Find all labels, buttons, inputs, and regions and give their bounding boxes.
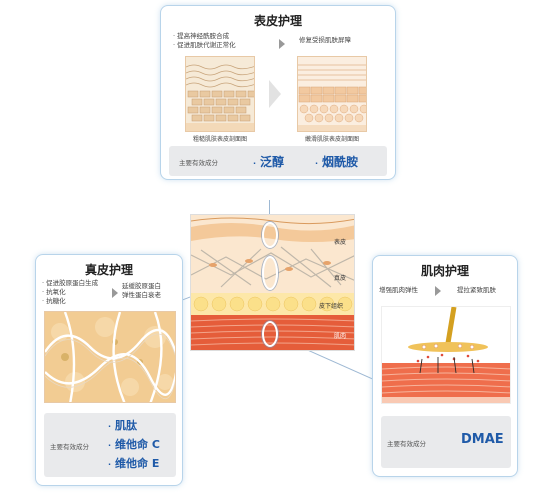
ingredient-label: 主要有效成分 <box>179 159 218 167</box>
epidermis-care-title: 表皮护理 <box>253 14 302 28</box>
ingredient-niacinamide: ·烟酰胺 <box>315 153 358 170</box>
ingredient-dmae: DMAE <box>461 432 504 447</box>
epidermis-benefit: 提高神经酰胺合成 <box>173 32 236 41</box>
ingredient-panthenol: ·泛醇 <box>253 153 284 170</box>
transition-arrow-icon <box>269 80 281 108</box>
epidermis-care-panel: 表皮护理 提高神经酰胺合成 促进肌肤代谢正常化 修复受损肌肤屏障 <box>160 5 396 180</box>
dermis-result-line: 延缓胶原蛋白 <box>122 282 161 290</box>
arrow-icon <box>279 39 285 49</box>
dermis-benefits: 促进胶原蛋白生成 抗氧化 抗糖化 <box>42 279 98 306</box>
ingredient-carnosine: ·肌肽 <box>108 417 137 433</box>
dermis-highlight-ring <box>262 256 278 290</box>
ingredient-text: 肌肽 <box>115 419 138 432</box>
smooth-skin-caption: 嫩滑肌肤表皮剖面图 <box>304 136 359 143</box>
rough-skin-caption: 粗糙肌肤表皮剖面图 <box>192 136 247 143</box>
muscle-ingredient-box: 主要有效成分 DMAE <box>381 416 511 468</box>
dermis-benefit: 抗氧化 <box>42 288 98 297</box>
layer-label-muscle: 肌肉 <box>334 333 347 340</box>
epidermis-benefit: 促进肌肤代谢正常化 <box>173 41 236 50</box>
rough-skin-cross-section-image <box>185 56 255 132</box>
epidermis-highlight-ring <box>262 222 278 248</box>
ingredient-text: 维他命 E <box>115 457 160 470</box>
ingredient-text: 烟酰胺 <box>322 155 359 169</box>
dermis-care-panel: 真皮护理 促进胶原蛋白生成 抗氧化 抗糖化 延缓胶原蛋白 弹性蛋白衰老 <box>35 254 183 486</box>
ingredient-label: 主要有效成分 <box>387 440 426 448</box>
ingredient-vitamin-e: ·维他命 E <box>108 455 159 471</box>
arrow-icon <box>435 286 441 296</box>
muscle-injection-image <box>381 306 511 404</box>
ingredient-vitamin-c: ·维他命 C <box>108 436 160 452</box>
dermis-result: 延缓胶原蛋白 弹性蛋白衰老 <box>122 282 161 300</box>
smooth-skin-cross-section-image <box>297 56 367 132</box>
muscle-care-panel: 肌肉护理 增强肌肉弹性 提拉紧致肌肤 <box>372 255 518 477</box>
epidermis-benefits: 提高神经酰胺合成 促进肌肤代谢正常化 <box>173 32 236 50</box>
epidermis-ingredient-box: 主要有效成分 ·泛醇 ·烟酰胺 <box>169 146 387 176</box>
muscle-highlight-ring <box>262 321 278 347</box>
bullet-dot-icon: · <box>108 422 112 431</box>
bullet-dot-icon: · <box>108 441 112 450</box>
arrow-icon <box>112 288 118 298</box>
bullet-dot-icon: · <box>253 159 257 168</box>
ingredient-text: 泛醇 <box>260 155 285 169</box>
muscle-care-title: 肌肉护理 <box>420 264 469 278</box>
collagen-fibers-image <box>44 311 176 403</box>
dermis-benefit: 抗糖化 <box>42 297 98 306</box>
dermis-benefit: 促进胶原蛋白生成 <box>42 279 98 288</box>
layer-label-dermis: 真皮 <box>334 275 347 282</box>
ingredient-label: 主要有效成分 <box>50 443 89 451</box>
muscle-cause: 增强肌肉弹性 <box>379 286 418 294</box>
bullet-dot-icon: · <box>108 460 112 469</box>
muscle-result: 提拉紧致肌肤 <box>457 286 496 294</box>
ingredient-text: 维他命 C <box>115 438 160 451</box>
dermis-result-line: 弹性蛋白衰老 <box>122 291 161 299</box>
epidermis-result: 修复受损肌肤屏障 <box>299 36 351 44</box>
bullet-dot-icon: · <box>315 159 319 168</box>
dermis-ingredient-box: 主要有效成分 ·肌肽 ·维他命 C ·维他命 E <box>44 413 176 477</box>
dermis-care-title: 真皮护理 <box>84 263 133 277</box>
layer-label-subcutaneous: 皮下组织 <box>319 303 344 310</box>
layer-label-epidermis: 表皮 <box>334 239 347 246</box>
